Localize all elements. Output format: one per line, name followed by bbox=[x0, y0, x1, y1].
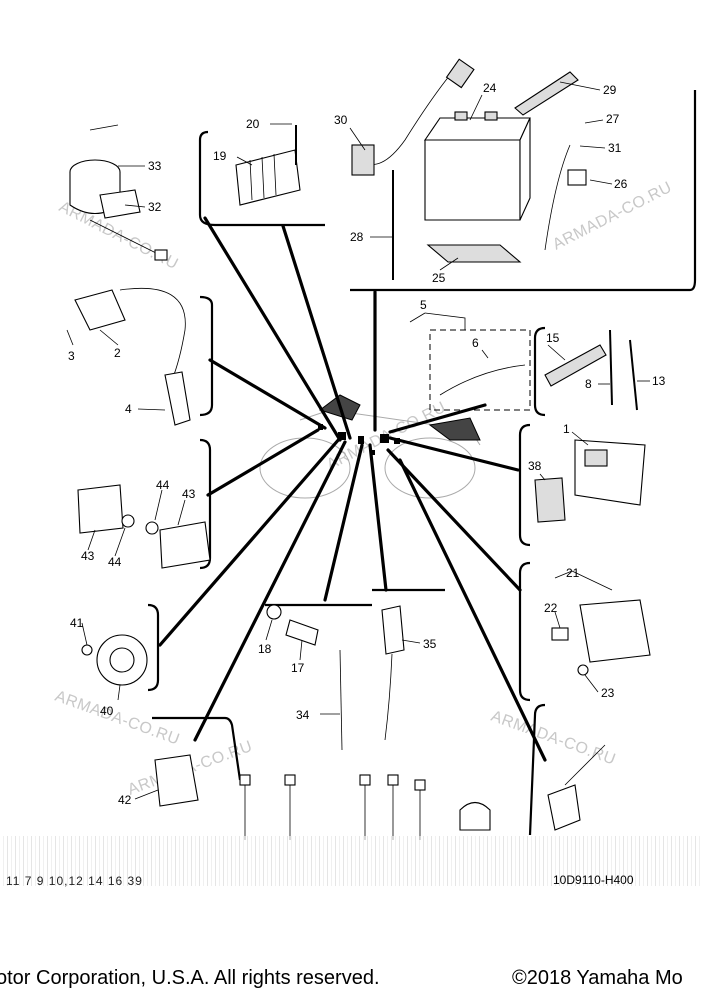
parts bbox=[69, 58, 651, 840]
rectifier bbox=[235, 125, 301, 206]
diagram-code: 10D9110-H400 bbox=[553, 873, 634, 887]
callout-3: 3 bbox=[68, 349, 75, 363]
callout-43-left: 43 bbox=[81, 549, 95, 563]
callout-4: 4 bbox=[125, 402, 132, 416]
callout-38: 38 bbox=[528, 459, 542, 473]
harness-lines bbox=[158, 216, 547, 762]
callout-5: 5 bbox=[420, 298, 427, 312]
callout-31: 31 bbox=[608, 141, 622, 155]
scan-noise-band bbox=[0, 836, 703, 886]
callout-1: 1 bbox=[563, 422, 570, 436]
callout-13: 13 bbox=[652, 374, 666, 388]
callout-24: 24 bbox=[483, 81, 497, 95]
flasher-relay bbox=[154, 754, 199, 807]
callout-29: 29 bbox=[603, 83, 617, 97]
ignition-coil bbox=[74, 287, 191, 426]
leader-lines bbox=[66, 81, 650, 800]
callout-42: 42 bbox=[118, 793, 132, 807]
callout-6: 6 bbox=[472, 336, 479, 350]
watermark: ARMADA-CO.RU bbox=[489, 708, 618, 769]
callout-17: 17 bbox=[291, 661, 305, 675]
horn bbox=[81, 634, 148, 686]
callout-15: 15 bbox=[546, 331, 560, 345]
copyright-year: ©2018 Yamaha Mo bbox=[512, 967, 683, 989]
callout-35: 35 bbox=[423, 637, 437, 651]
battery-pad bbox=[426, 244, 522, 263]
callout-22: 22 bbox=[544, 601, 558, 615]
ecu bbox=[574, 439, 646, 506]
callout-44-top: 44 bbox=[156, 478, 170, 492]
brake-switch bbox=[381, 605, 405, 741]
relay bbox=[534, 477, 566, 523]
cable-terminal bbox=[351, 144, 375, 176]
battery-strap bbox=[514, 71, 579, 116]
main-switch bbox=[69, 124, 168, 261]
relay-assembly bbox=[551, 599, 651, 676]
callout-2: 2 bbox=[114, 346, 121, 360]
copyright-text: otor Corporation, U.S.A. All rights rese… bbox=[0, 967, 380, 989]
callout-30: 30 bbox=[334, 113, 348, 127]
callout-44-bottom: 44 bbox=[108, 555, 122, 569]
battery bbox=[423, 111, 531, 221]
neutral-switch bbox=[266, 604, 319, 646]
callout-19: 19 bbox=[213, 149, 227, 163]
callout-26: 26 bbox=[614, 177, 628, 191]
callout-43-right: 43 bbox=[182, 487, 196, 501]
bottom-reference-numbers: 11 7 9 10,12 14 16 39 bbox=[6, 874, 143, 888]
callout-32: 32 bbox=[148, 200, 162, 214]
callout-labels: 24 29 30 27 20 31 19 26 33 32 28 25 5 6 … bbox=[68, 81, 666, 807]
callout-25: 25 bbox=[432, 271, 446, 285]
callout-20: 20 bbox=[246, 117, 260, 131]
callout-8: 8 bbox=[585, 377, 592, 391]
callout-23: 23 bbox=[601, 686, 615, 700]
callout-33: 33 bbox=[148, 159, 162, 173]
callout-21: 21 bbox=[566, 566, 580, 580]
callout-34: 34 bbox=[296, 708, 310, 722]
group-brackets bbox=[147, 90, 697, 836]
watermark: ARMADA-CO.RU bbox=[550, 179, 675, 254]
callout-18: 18 bbox=[258, 642, 272, 656]
callout-28: 28 bbox=[350, 230, 364, 244]
callout-41: 41 bbox=[70, 616, 84, 630]
callout-27: 27 bbox=[606, 112, 620, 126]
tail-light bbox=[159, 521, 211, 569]
callout-40: 40 bbox=[100, 704, 114, 718]
